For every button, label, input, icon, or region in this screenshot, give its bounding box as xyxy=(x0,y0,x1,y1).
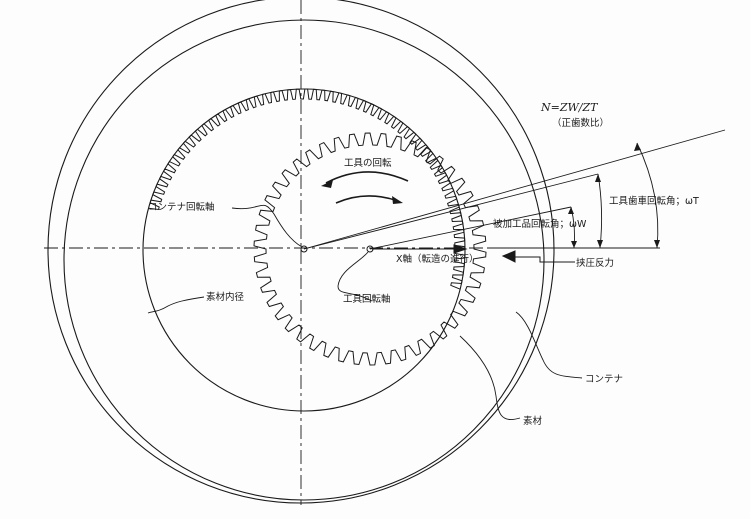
arc-arrow-1 xyxy=(595,174,601,182)
workpiece-angle-line xyxy=(369,206,572,250)
clamp-reaction-label: 挟圧反力 xyxy=(576,257,614,269)
leader-container-axis xyxy=(231,204,303,248)
arc-arrow-3 xyxy=(568,207,574,214)
tool-rotation-label: 工具の回転 xyxy=(344,158,392,169)
tool-gear xyxy=(253,132,487,366)
arc-arrow-4 xyxy=(571,241,577,248)
rotation-arrowhead-upper xyxy=(321,180,333,188)
container-label: コンテナ xyxy=(585,374,623,385)
container-axis-label: コンテナ回転軸 xyxy=(148,201,215,213)
rotation-arrowhead-lower xyxy=(392,196,403,204)
x-axis-arrowhead xyxy=(453,244,468,254)
x-axis-label: X軸（転造の進行） xyxy=(396,253,479,265)
leader-tool-axis xyxy=(337,251,373,302)
container-center-mark xyxy=(300,245,308,253)
tool-angle-line xyxy=(303,173,599,250)
leader-blank-inner xyxy=(147,296,205,314)
leader-blank xyxy=(459,335,521,420)
clamp-arrow-shaft xyxy=(515,256,575,263)
ratio-line xyxy=(303,129,726,250)
workpiece-angle-label: 被加工品回転角；ωW xyxy=(493,218,587,230)
blank-inner-circle xyxy=(142,88,466,412)
arc-arrow-5 xyxy=(634,143,641,151)
blank-inner-diameter-label: 素材内径 xyxy=(206,291,245,303)
tool-gear-angle-label: 工具歯車回転角；ωT xyxy=(609,195,699,207)
equation-label: N=ZW/ZT xyxy=(540,101,599,114)
internal-gear-teeth xyxy=(148,88,466,290)
ratio-angle-arc xyxy=(636,142,659,249)
clamp-arrowhead xyxy=(501,250,516,263)
equation-note-label: （正歯数比） xyxy=(552,117,609,129)
blank-middle-circle xyxy=(63,19,545,501)
rotation-arrow-lower xyxy=(335,195,399,204)
arc-arrow-6 xyxy=(654,240,660,248)
leader-container xyxy=(515,311,583,379)
arc-arrow-2 xyxy=(597,240,603,248)
tool-axis-label: 工具回転軸 xyxy=(343,293,391,305)
rotation-arrow-upper xyxy=(325,171,409,184)
tool-angle-arc xyxy=(597,173,603,249)
blank-label: 素材 xyxy=(523,415,543,427)
